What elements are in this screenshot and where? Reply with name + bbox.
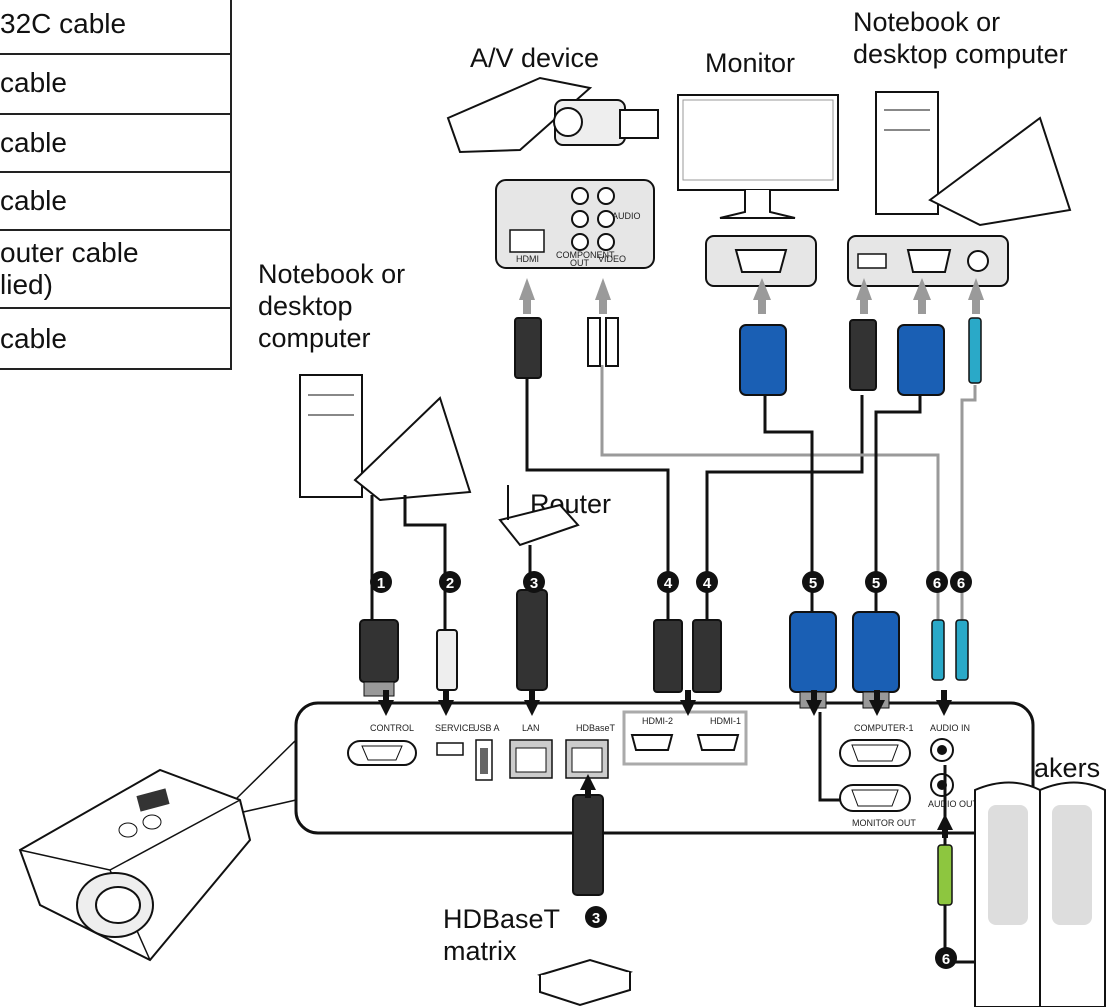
projector-icon	[18, 768, 252, 962]
svg-text:AUDIO OUT: AUDIO OUT	[928, 799, 979, 809]
svg-text:SERVICE: SERVICE	[435, 723, 474, 733]
svg-text:VIDEO: VIDEO	[598, 254, 626, 264]
svg-text:MONITOR OUT: MONITOR OUT	[852, 818, 916, 828]
badge-4b: 4	[703, 575, 712, 592]
notebook-top-label: Notebook or desktop computer	[853, 7, 1068, 69]
router-icon	[498, 485, 580, 547]
monitor-out-port: MONITOR OUT	[839, 784, 916, 828]
up-arrows-top	[519, 278, 984, 314]
monitor-label: Monitor	[705, 48, 796, 78]
hdmi-plug-notebook-top	[849, 319, 877, 391]
legend-row-6: cable	[0, 323, 67, 354]
svg-text:USB A: USB A	[473, 723, 500, 733]
vga-plug-notebook-top	[897, 324, 945, 396]
audio-plug-speaker	[937, 844, 953, 906]
legend-row-3: cable	[0, 115, 232, 173]
hdbaset-matrix-label: HDBaseT matrix	[443, 904, 561, 966]
hdbaset-matrix-icon	[537, 958, 634, 1007]
hdmi-plug-4a	[653, 619, 683, 693]
svg-text:HDMI: HDMI	[516, 254, 539, 264]
badge-4a: 4	[664, 575, 673, 592]
notebook-left-icon	[299, 374, 472, 502]
usb-a-port: USB A	[473, 723, 500, 781]
vga-plug-monitor-top	[739, 324, 787, 396]
svg-text:HDMI-1: HDMI-1	[710, 716, 741, 726]
badge-3a: 3	[530, 575, 538, 592]
usb-plug-2	[436, 629, 458, 691]
legend-row-4: cable	[0, 173, 232, 231]
badge-5a: 5	[809, 575, 817, 592]
vga-plug-5b	[852, 611, 900, 709]
badge-2: 2	[446, 575, 454, 592]
monitor-icon	[677, 94, 839, 219]
svg-text:LAN: LAN	[522, 723, 540, 733]
svg-text:AUDIO: AUDIO	[612, 211, 641, 221]
badge-6c: 6	[942, 951, 950, 968]
svg-text:CONTROL: CONTROL	[370, 723, 414, 733]
hdmi-ports-group: HDMI-2 HDMI-1	[622, 710, 748, 766]
badge-5b: 5	[872, 575, 880, 592]
service-port: SERVICE	[435, 723, 474, 756]
svg-text:HDMI-2: HDMI-2	[642, 716, 673, 726]
hdmi-plug-av-top	[514, 317, 542, 379]
cable-legend-table: 32C cable cable cable cable outer cable …	[0, 0, 232, 370]
audio-plug-6a	[931, 619, 945, 681]
svg-text:AUDIO IN: AUDIO IN	[930, 723, 970, 733]
hdmi-plug-4b	[692, 619, 722, 693]
svg-text:HDBaseT: HDBaseT	[576, 723, 616, 733]
hdbaset-port: HDBaseT	[565, 723, 616, 779]
svg-text:OUT: OUT	[570, 258, 590, 268]
audio-plug-6b	[955, 619, 969, 681]
control-port: CONTROL	[347, 723, 417, 766]
notebook-top-icon	[875, 91, 1072, 227]
av-device-label: A/V device	[470, 43, 600, 73]
notebook-left-label: Notebook or desktop computer	[258, 259, 406, 353]
svg-text:COMPUTER-1: COMPUTER-1	[854, 723, 914, 733]
av-device-icon	[446, 76, 659, 154]
rj45-plug-3	[516, 589, 548, 691]
db9-plug-1	[359, 619, 399, 697]
badge-3b: 3	[592, 910, 600, 927]
legend-row-1: 32C cable	[0, 0, 232, 55]
badge-6b: 6	[957, 575, 965, 592]
down-arrows-panel	[378, 690, 953, 838]
audio-in-port: AUDIO IN	[930, 723, 970, 762]
legend-row-5: outer cable lied)	[0, 231, 232, 309]
speakers-icon	[974, 781, 1106, 1007]
audio-plug-notebook-top	[968, 317, 982, 384]
lan-port: LAN	[509, 723, 553, 779]
rj45-plug-3b	[572, 794, 604, 896]
badge-6a: 6	[933, 575, 941, 592]
number-badges	[370, 571, 972, 969]
badge-1: 1	[377, 575, 385, 592]
rca-plugs-av-top	[587, 317, 619, 367]
legend-row-2: cable	[0, 55, 232, 115]
computer-1-port: COMPUTER-1	[839, 723, 914, 767]
svg-text:COMPONENT: COMPONENT	[556, 250, 615, 260]
